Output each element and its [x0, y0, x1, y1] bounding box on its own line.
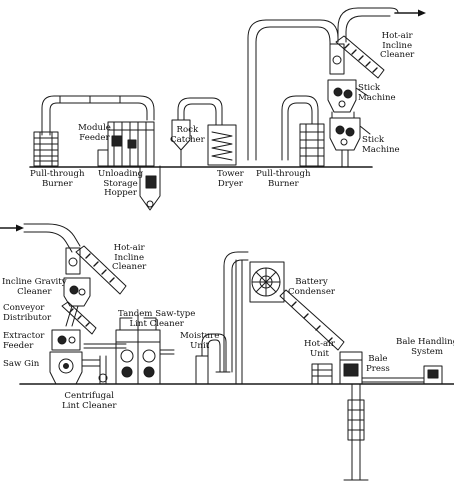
label-conveyor-distributor: Conveyor Distributor: [3, 304, 51, 323]
centrifugal-lint-cleaner-drawing: [84, 344, 126, 384]
label-tandem-saw-type-lint-cleaner: Tandem Saw-type Lint Cleaner: [118, 310, 195, 329]
label-unloading-storage-hopper: Unloading Storage Hopper: [98, 170, 143, 199]
label-incline-gravity-cleaner: Incline Gravity Cleaner: [2, 278, 67, 297]
label-moisture-unit: Moisture Unit: [180, 332, 219, 351]
label-hot-air-incline-cleaner-top: Hot-air Incline Cleaner: [380, 32, 414, 61]
duct-rock-to-dryer: [178, 98, 222, 125]
pull-through-burner-left-drawing: [34, 132, 58, 166]
label-extractor-feeder: Extractor Feeder: [3, 332, 44, 351]
label-bale-handling-system: Bale Handling System: [396, 338, 454, 357]
label-stick-machine-1: Stick Machine: [358, 84, 396, 103]
bale-press-drawing: [340, 352, 368, 480]
saw-gin-drawing: [50, 330, 100, 384]
label-pull-through-burner-right: Pull-through Burner: [256, 170, 311, 189]
pull-through-burner-right-drawing: [300, 124, 324, 166]
label-saw-gin: Saw Gin: [3, 360, 39, 370]
label-tower-dryer: Tower Dryer: [217, 170, 244, 189]
label-pull-through-burner-left: Pull-through Burner: [30, 170, 85, 189]
label-module-feeder: Module Feeder: [78, 124, 111, 143]
label-hot-air-unit: Hot-air Unit: [304, 340, 335, 359]
label-rock-catcher: Rock Catcher: [170, 126, 205, 145]
label-bale-press: Bale Press: [366, 355, 390, 374]
tower-dryer-drawing: [208, 125, 236, 165]
hot-air-unit-drawing: [312, 364, 332, 384]
label-hot-air-incline-cleaner-bottom: Hot-air Incline Cleaner: [112, 244, 146, 273]
exit-arrow-top: [395, 10, 426, 17]
label-battery-condenser: Battery Condenser: [288, 278, 335, 297]
label-stick-machine-2: Stick Machine: [362, 136, 400, 155]
label-centrifugal-lint-cleaner: Centrifugal Lint Cleaner: [62, 392, 116, 411]
